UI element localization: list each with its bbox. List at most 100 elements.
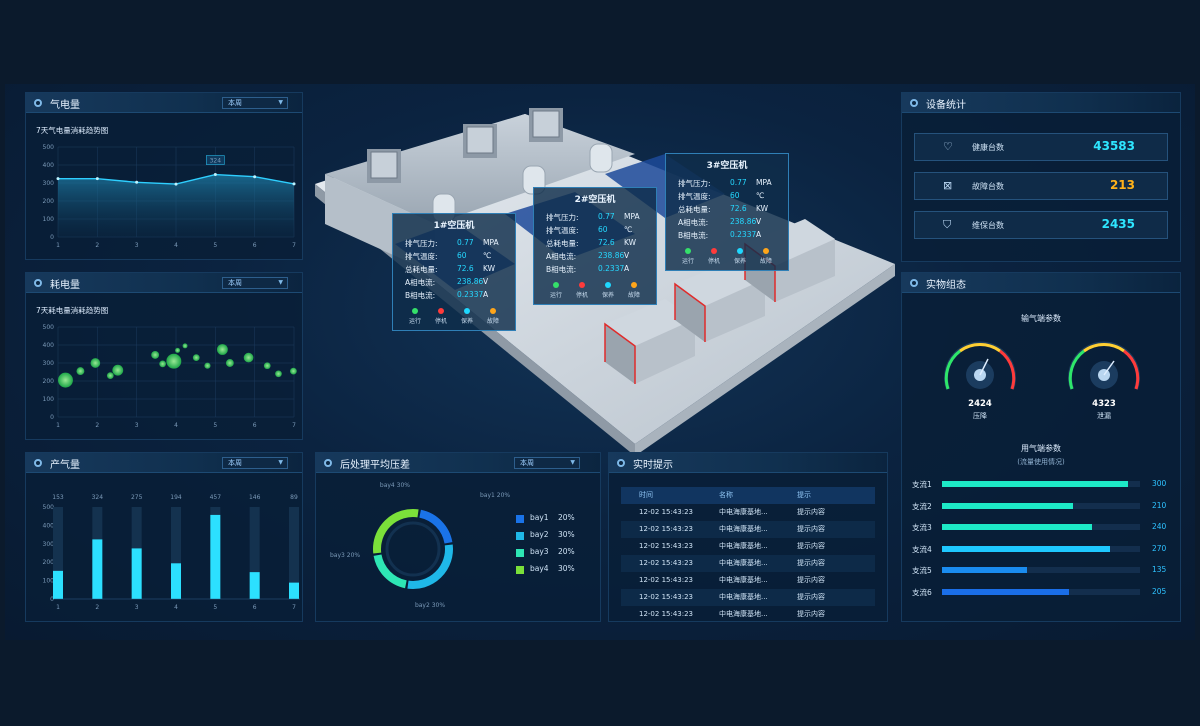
- x-tick-label: 6: [253, 242, 257, 249]
- y-tick-label: 500: [43, 324, 55, 331]
- data-point: [95, 177, 99, 181]
- bar-value-label: 146: [249, 494, 261, 501]
- heart-icon: ♡: [943, 140, 953, 153]
- panel-header: 气电量 本周▼: [26, 93, 302, 113]
- y-tick-label: 100: [43, 396, 55, 403]
- bubble: [182, 343, 188, 349]
- branch-track: [942, 588, 1140, 595]
- x-tick-label: 1: [56, 242, 60, 249]
- y-tick-label: 0: [50, 596, 54, 603]
- area-fill: [58, 174, 294, 237]
- chart-subtitle: 7天耗电量消耗趋势图: [36, 306, 109, 315]
- period-select[interactable]: 本周▼: [222, 457, 288, 469]
- gauge-label: 压降: [973, 412, 987, 420]
- bubble: [290, 367, 297, 375]
- bubble: [275, 370, 282, 378]
- bubble: [175, 347, 181, 353]
- bar-value-label: 324: [92, 494, 104, 501]
- x-tick-label: 4: [174, 242, 178, 249]
- branch-value: 240: [1152, 522, 1167, 531]
- branch-label: 支流2: [912, 501, 932, 511]
- panel-title: 气电量: [50, 100, 80, 111]
- data-point: [135, 180, 139, 184]
- bar: [171, 563, 181, 599]
- bar: [92, 539, 103, 599]
- physical-config-panel: 实物组态 输气端参数 2424 压降 4323 泄漏 用气端参数 (流量使用情况…: [901, 272, 1181, 622]
- x-tick-label: 5: [213, 604, 217, 611]
- status-legend-fault: 故障: [628, 282, 640, 299]
- data-point: [292, 182, 296, 186]
- period-select[interactable]: 本周▼: [222, 97, 288, 109]
- outlet-title: 用气端参数: [1021, 444, 1061, 453]
- bubble: [76, 367, 85, 376]
- chevron-down-icon: ▼: [278, 99, 283, 106]
- x-tick-label: 7: [292, 604, 296, 611]
- bubble: [112, 364, 124, 376]
- panel-header: 实物组态: [902, 273, 1180, 293]
- period-select[interactable]: 本周▼: [514, 457, 580, 469]
- compressor-title: 2#空压机: [574, 195, 616, 205]
- data-point: [213, 173, 217, 177]
- branch-fill: [942, 588, 1069, 595]
- compressor-title: 3#空压机: [706, 161, 748, 171]
- inlet-title: 输气端参数: [1021, 314, 1061, 323]
- status-legend-run: 运行: [550, 282, 562, 299]
- ac-unit-1: [367, 149, 401, 183]
- y-tick-label: 400: [43, 162, 55, 169]
- status-legend-maint: 保养: [602, 282, 614, 299]
- panel-header: 耗电量 本周▼: [26, 273, 302, 293]
- shield-icon: ⛉: [943, 218, 952, 231]
- period-select[interactable]: 本周▼: [222, 277, 288, 289]
- x-tick-label: 3: [135, 242, 139, 249]
- y-tick-label: 200: [43, 559, 55, 566]
- bubble: [243, 352, 254, 363]
- x-tick-label: 7: [292, 422, 296, 429]
- branch-label: 支流5: [912, 566, 932, 575]
- x-tick-label: 1: [56, 604, 60, 611]
- status-legend-stop: 停机: [708, 248, 720, 265]
- bar-value-label: 457: [210, 494, 222, 501]
- data-point: [174, 182, 178, 186]
- pressure-panel: 后处理平均压差 本周▼ bay1 20%bay2 30%bay3 20%bay4…: [315, 452, 601, 622]
- panel-title: 耗电量: [50, 280, 80, 291]
- bubble: [225, 359, 234, 367]
- table-header: 时间名称提示: [621, 487, 875, 504]
- y-tick-label: 200: [43, 378, 55, 385]
- panel-title: 设备统计: [926, 100, 966, 111]
- branch-value: 270: [1152, 543, 1167, 553]
- x-tick-label: 6: [253, 422, 257, 429]
- status-legend-run: 运行: [409, 308, 421, 325]
- slice-label: bay3 20%: [330, 552, 360, 559]
- x-tick-label: 6: [253, 604, 257, 611]
- status-legend-fault: 故障: [760, 248, 772, 265]
- x-tick-label: 3: [135, 422, 139, 429]
